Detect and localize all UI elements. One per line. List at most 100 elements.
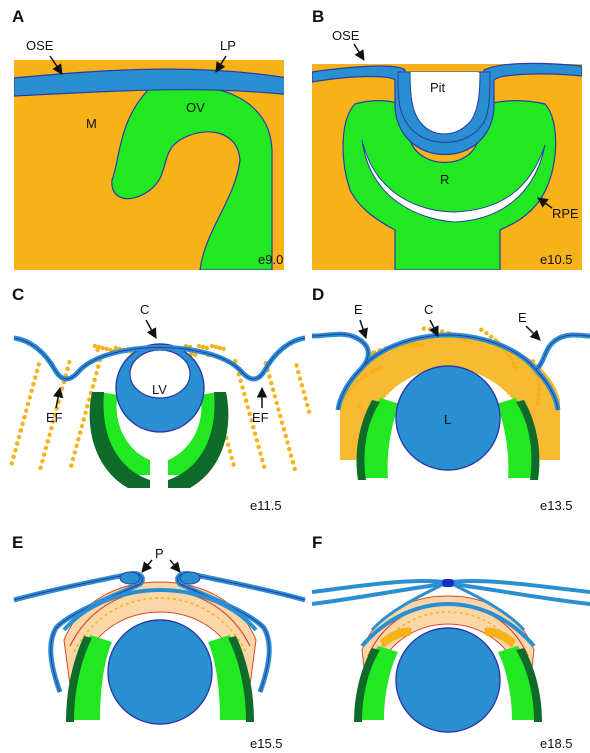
label-pit-b: Pit [430,80,446,95]
mesenchyme-cell [82,417,86,421]
mesenchyme-cell [13,448,17,452]
mesenchyme-cell [49,426,53,430]
mesenchyme-cell [537,387,541,391]
mesenchyme-cell [218,346,222,350]
mesenchyme-cell [60,386,64,390]
mesenchyme-cell [42,452,46,456]
panel-c-letter: C [12,285,24,304]
mesenchyme-cell [11,455,15,459]
panel-d: D E C E L e13.5 [312,285,590,513]
mesenchyme-cell [91,384,95,388]
mesenchyme-cell [37,362,41,366]
stage-c: e11.5 [250,498,282,513]
mesenchyme-cell [284,434,288,438]
mesenchyme-cell [244,399,248,403]
mesenchyme-cell [287,447,291,451]
mesenchyme-cell [296,370,300,374]
mesenchyme-cell [260,458,264,462]
mesenchyme-cell [298,377,302,381]
mesenchyme-cell [262,465,266,469]
mesenchyme-cell [19,428,23,432]
mesenchyme-cell [271,388,275,392]
mesenchyme-cell [378,365,382,369]
mesenchyme-cell [285,440,289,444]
mesenchyme-cell [101,346,105,350]
eyelid-junction-f [442,579,454,587]
mesenchyme-cell [95,348,99,352]
mesenchyme-cell [94,371,98,375]
mesenchyme-cell [479,328,483,332]
panel-c: C C LV EF EF e11.5 [10,285,312,513]
mesenchyme-cell [17,435,21,439]
arrow-e-left-d [360,320,366,338]
mesenchyme-cell [537,382,541,386]
mesenchyme-cell [373,367,377,371]
label-lp-a: LP [220,38,236,53]
arrow-p-right-e [170,560,180,572]
mesenchyme-cell [240,385,244,389]
mesenchyme-cell [28,395,32,399]
mesenchyme-cell [428,327,432,331]
mesenchyme-cell [22,415,26,419]
mesenchyme-cell [214,345,218,349]
mesenchyme-cell [26,402,30,406]
mesenchyme-cell [364,373,368,377]
mesenchyme-cell [231,462,235,466]
mesenchyme-cell [31,382,35,386]
mesenchyme-cell [239,379,243,383]
mesenchyme-cell [83,411,87,415]
mesenchyme-cell [275,401,279,405]
mesenchyme-cell [47,433,51,437]
arrow-p-left-e [142,560,152,572]
mesenchyme-cell [513,365,517,369]
mesenchyme-cell [92,378,96,382]
mesenchyme-cell [351,383,355,387]
mesenchyme-cell [369,370,373,374]
stage-b: e10.5 [540,252,573,267]
stage-e: e15.5 [250,736,283,751]
stage-a: e9.0 [258,252,283,267]
label-r-b: R [440,172,449,187]
mesenchyme-cell [303,396,307,400]
mesenchyme-cell [40,459,44,463]
mesenchyme-cell [65,367,69,371]
mesenchyme-cell [251,425,255,429]
mesenchyme-cell [78,430,82,434]
mesenchyme-cell [273,394,277,398]
periderm-left-e [120,572,140,584]
mesenchyme-cell [205,346,209,350]
mesenchyme-cell [282,427,286,431]
mesenchyme-cell [255,438,259,442]
mesenchyme-cell [67,360,71,364]
mesenchyme-cell [509,357,513,361]
mesenchyme-cell [412,342,416,346]
mesenchyme-cell [305,403,309,407]
label-p-e: P [155,546,164,561]
mesenchyme-cell [511,361,515,365]
mesenchyme-cell [535,402,539,406]
mesenchyme-cell [197,344,201,348]
mesenchyme-cell [226,443,230,447]
mesenchyme-cell [74,444,78,448]
mesenchyme-cell [536,397,540,401]
panel-b-letter: B [312,7,324,26]
mesenchyme-cell [15,441,19,445]
mesenchyme-cell [469,341,473,345]
mesenchyme-cell [85,404,89,408]
mesenchyme-cell [222,347,226,351]
label-e-left-d: E [354,302,363,317]
mesenchyme-cell [246,405,250,409]
label-ose-a: OSE [26,38,54,53]
mesenchyme-cell [293,467,297,471]
label-c-c: C [140,302,149,317]
mesenchyme-cell [291,460,295,464]
mesenchyme-cell [484,331,488,335]
mesenchyme-cell [71,457,75,461]
mesenchyme-cell [300,383,304,387]
label-rpe-b: RPE [552,206,579,221]
panel-b: B OSE Pit R RPE e10.5 [312,7,582,270]
mesenchyme-cell [80,424,84,428]
mesenchyme-cell [302,390,306,394]
mesenchyme-cell [210,344,214,348]
